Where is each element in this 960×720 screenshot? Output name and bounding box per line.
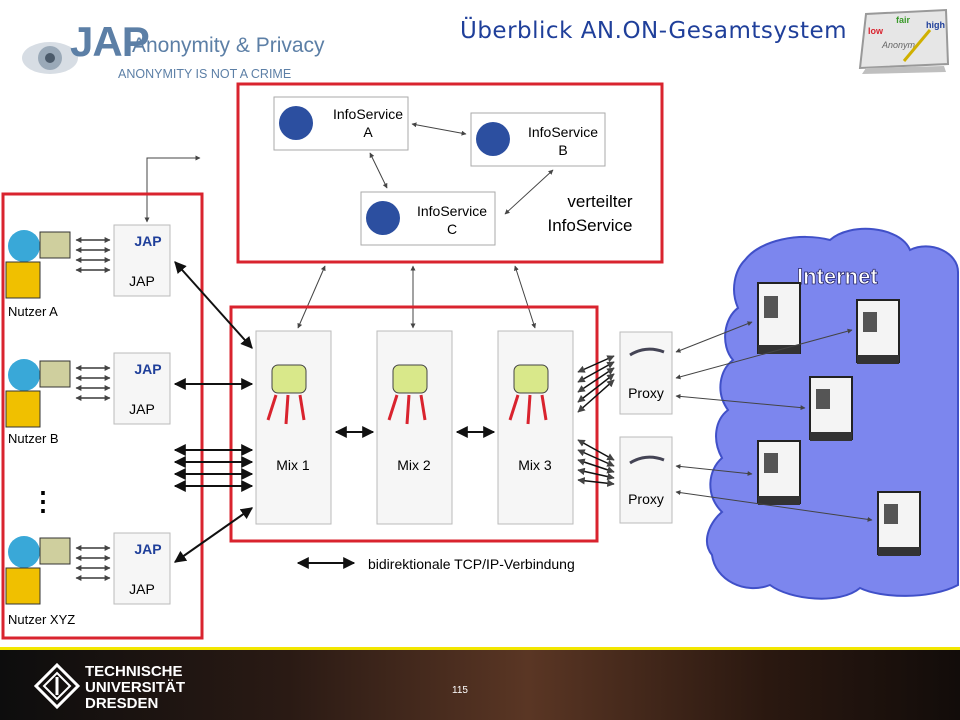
speed-high-label: high xyxy=(926,20,945,30)
mix-robot-icon xyxy=(392,364,428,394)
infoservice-b: InfoService B xyxy=(470,112,606,167)
mix-proxy-links xyxy=(577,355,615,487)
server-icon xyxy=(877,491,921,556)
infoservice-a: InfoService A xyxy=(273,96,409,151)
user-xyz-client: JAP xyxy=(129,581,155,597)
jap-infoservice-link xyxy=(144,155,201,223)
globe-icon xyxy=(366,201,400,235)
infoservice-caption-line2: InfoService xyxy=(547,216,632,235)
server-icon xyxy=(809,376,853,441)
speed-low-label: low xyxy=(868,26,884,36)
infoservice-a-line2: A xyxy=(363,124,373,140)
computer-icon xyxy=(39,231,71,259)
infoservice-mix-link xyxy=(297,265,326,329)
jap-mix-links xyxy=(173,261,254,563)
infoservice-a-line1: InfoService xyxy=(333,106,403,122)
jap-logo-icon: JAP xyxy=(134,541,161,557)
jap-logo-icon: JAP xyxy=(134,233,161,249)
proxy-1: Proxy xyxy=(619,331,673,415)
user-icon xyxy=(8,359,40,391)
computer-icon xyxy=(39,360,71,388)
proxy-server-links xyxy=(675,321,873,522)
user-a-client: JAP xyxy=(129,273,155,289)
server-icon xyxy=(757,440,801,505)
computer-icon xyxy=(39,537,71,565)
mix-1: Mix 1 xyxy=(255,330,332,525)
anon-system-diagram: Internet InfoService A InfoService B Inf… xyxy=(1,82,959,640)
user-b-client: JAP xyxy=(129,401,155,417)
user-icon xyxy=(8,536,40,568)
infoservice-link xyxy=(411,122,467,136)
speed-brand-label: Anonym xyxy=(881,40,916,50)
infoservice-mix-link xyxy=(514,265,536,329)
page-number: 115 xyxy=(452,685,468,696)
eye-logo-icon xyxy=(22,42,78,74)
tu-dresden-logo-icon xyxy=(34,663,80,709)
infoservice-c-line2: C xyxy=(447,221,457,237)
infoservice-c-line1: InfoService xyxy=(417,203,487,219)
infoservice-b-line1: InfoService xyxy=(528,124,598,140)
mix-1-label: Mix 1 xyxy=(276,457,310,473)
squid-icon xyxy=(629,347,665,357)
mix-3: Mix 3 xyxy=(497,330,574,525)
logo-jap: JAP xyxy=(70,18,150,65)
speed-fair-label: fair xyxy=(896,15,911,25)
user-b-label: Nutzer B xyxy=(8,431,59,446)
server-icon xyxy=(757,282,801,354)
mix-3-label: Mix 3 xyxy=(518,457,552,473)
user-jap-links xyxy=(75,237,111,581)
jap-logo-icon: JAP xyxy=(134,361,161,377)
mix-robot-icon xyxy=(513,364,549,394)
tu-dresden-name: TECHNISCHE UNIVERSITÄT DRESDEN xyxy=(85,663,186,712)
mix-robot-icon xyxy=(271,364,307,394)
user-a-label: Nutzer A xyxy=(8,304,58,319)
user-xyz: Nutzer XYZ JAP JAP xyxy=(5,532,171,627)
user-icon xyxy=(8,230,40,262)
infoservice-link xyxy=(504,169,554,215)
user-b: Nutzer B JAP JAP xyxy=(5,352,171,446)
server-icon xyxy=(856,299,900,364)
page-title: Überblick AN.ON-Gesamtsystem xyxy=(460,18,848,44)
logo-motto: ANONYMITY IS NOT A CRIME xyxy=(118,67,292,81)
users-frame xyxy=(1,192,204,640)
infoservice-link xyxy=(369,152,388,189)
globe-icon xyxy=(279,106,313,140)
proxy-2-label: Proxy xyxy=(628,491,664,507)
user-xyz-label: Nutzer XYZ xyxy=(8,612,75,627)
mix-2: Mix 2 xyxy=(376,330,453,525)
user-a: Nutzer A JAP JAP xyxy=(5,224,171,319)
legend-label: bidirektionale TCP/IP-Verbindung xyxy=(368,556,575,572)
squid-icon xyxy=(629,455,665,465)
infoservice-c: InfoService C xyxy=(360,191,496,246)
slide-header xyxy=(0,0,960,90)
footer-divider xyxy=(0,647,960,652)
mix-cascade-frame xyxy=(229,305,599,543)
internet-label: Internet xyxy=(797,264,878,289)
infoservice-frame xyxy=(236,82,664,264)
more-users-ellipsis: ⋮ xyxy=(30,486,56,516)
speedometer-logo-icon: low fair high Anonym xyxy=(858,8,950,74)
infoservice-caption-line1: verteilter xyxy=(567,192,633,211)
infoservice-b-line2: B xyxy=(558,142,567,158)
slide-footer xyxy=(0,650,960,720)
mix-2-label: Mix 2 xyxy=(397,457,431,473)
proxy-1-label: Proxy xyxy=(628,385,664,401)
globe-icon xyxy=(476,122,510,156)
proxy-2: Proxy xyxy=(619,436,673,524)
logo-subtitle: Anonymity & Privacy xyxy=(132,34,325,57)
